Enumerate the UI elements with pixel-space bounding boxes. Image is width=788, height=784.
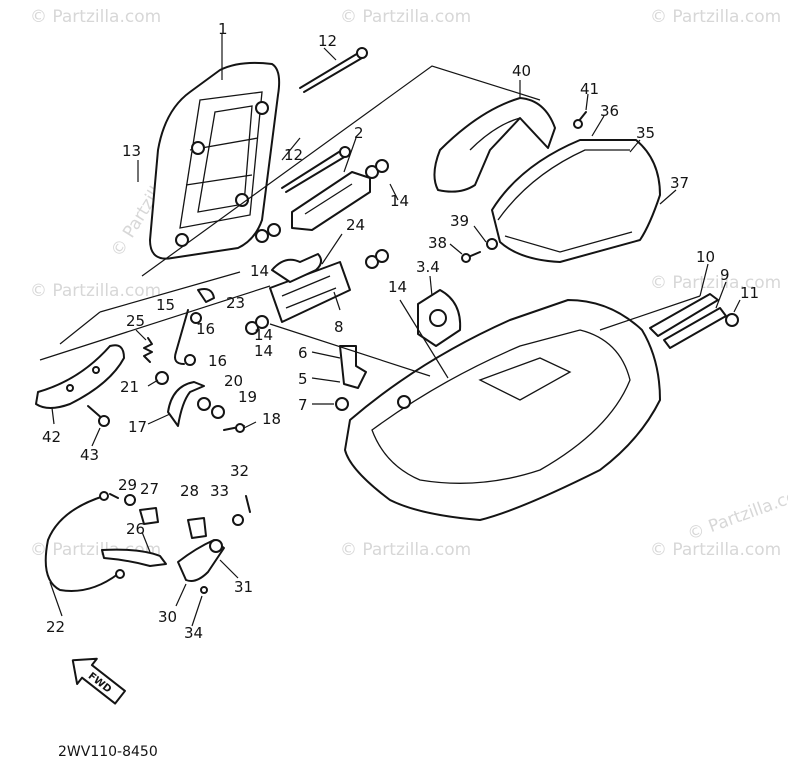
callout-label: 33 [210, 482, 229, 500]
bolt-18 [223, 423, 245, 433]
callout-label: 1 [218, 20, 228, 38]
callout-label: 36 [600, 102, 619, 120]
callout-label: 27 [140, 480, 159, 498]
trunk-lock [417, 289, 462, 347]
callout-label: 43 [80, 446, 99, 464]
trunk-side-cover [433, 97, 556, 193]
callout-label: 6 [298, 344, 308, 362]
callout-label: 15 [156, 296, 175, 314]
side-bracket-42 [35, 344, 125, 409]
watermark: © Partzilla.com [650, 7, 781, 27]
callout-label: 31 [234, 578, 253, 596]
callout-label: 14 [388, 278, 407, 296]
hinge-arm-17 [167, 381, 205, 427]
callout-label: 16 [208, 352, 227, 370]
callout-label: 34 [184, 624, 203, 642]
callout-label: 38 [428, 234, 447, 252]
callout-label: 41 [580, 80, 599, 98]
callout-label: 22 [46, 618, 65, 636]
callout-label: 32 [230, 462, 249, 480]
forward-arrow: FWD [71, 657, 126, 705]
spring-25 [143, 337, 153, 363]
diagram-code: 2WV110-8450 [58, 744, 158, 760]
callout-label: 7 [298, 396, 308, 414]
callout-label: 42 [42, 428, 61, 446]
screw-41 [573, 111, 587, 129]
callout-label: 16 [196, 320, 215, 338]
callout-label: 28 [180, 482, 199, 500]
leader-lines [39, 34, 741, 627]
callout-label: 29 [118, 476, 137, 494]
hinge-plate [269, 253, 351, 323]
callout-label: 2 [354, 124, 364, 142]
callout-label: 12 [318, 32, 337, 50]
callout-label: 11 [740, 284, 759, 302]
bolt-43 [87, 405, 110, 427]
collar-20 [197, 397, 211, 411]
watermark: © Partzilla.com [650, 540, 781, 560]
callout-label: 14 [254, 326, 273, 344]
callout-label: 14 [250, 262, 269, 280]
callout-labels: 1 12 12 13 2 14 40 41 36 35 37 39 38 3.4… [42, 20, 759, 642]
callout-label: 3.4 [416, 258, 440, 276]
callout-label: 13 [122, 142, 141, 160]
callout-label: 9 [720, 266, 730, 284]
lever-assembly [101, 494, 251, 594]
trim-strip-9 [663, 307, 727, 349]
bolt-12-lower [281, 146, 351, 193]
callout-label: 12 [284, 146, 303, 164]
watermark: © Partzilla.com [30, 7, 161, 27]
watermark: © Partzilla.com [685, 481, 788, 545]
callout-label: 35 [636, 124, 655, 142]
release-cable-22 [44, 491, 125, 592]
callout-label: 20 [224, 372, 243, 390]
latch-bracket [335, 345, 367, 411]
callout-label: 14 [254, 342, 273, 360]
backrest-pad [149, 61, 281, 260]
watermark: © Partzilla.com [30, 281, 161, 301]
callout-label: 5 [298, 370, 308, 388]
grommet-set [245, 159, 389, 335]
callout-label: 25 [126, 312, 145, 330]
cap-11 [725, 313, 739, 327]
backrest-bracket [291, 171, 371, 231]
trunk-lid [491, 139, 661, 263]
callout-label: 23 [226, 294, 245, 312]
callout-label: 37 [670, 174, 689, 192]
washer-39 [486, 238, 498, 250]
callout-label: 8 [334, 318, 344, 336]
trim-strip-10 [649, 293, 719, 337]
callout-label: 17 [128, 418, 147, 436]
watermark: © Partzilla.com [340, 7, 471, 27]
bolt-12-upper [299, 47, 368, 93]
callout-label: 10 [696, 248, 715, 266]
callout-label: 40 [512, 62, 531, 80]
trunk-base [344, 299, 661, 521]
washer-19 [211, 405, 225, 419]
watermark: © Partzilla.com [650, 273, 781, 293]
callout-label: 19 [238, 388, 257, 406]
callout-label: 30 [158, 608, 177, 626]
screw-38 [461, 251, 481, 263]
watermark: © Partzilla.com [340, 540, 471, 560]
callout-label: 18 [262, 410, 281, 428]
callout-label: 21 [120, 378, 139, 396]
stay-rod [174, 288, 215, 366]
nut-21 [155, 371, 169, 385]
callout-label: 39 [450, 212, 469, 230]
callout-label: 24 [346, 216, 365, 234]
callout-label: 26 [126, 520, 145, 538]
callout-label: 14 [390, 192, 409, 210]
